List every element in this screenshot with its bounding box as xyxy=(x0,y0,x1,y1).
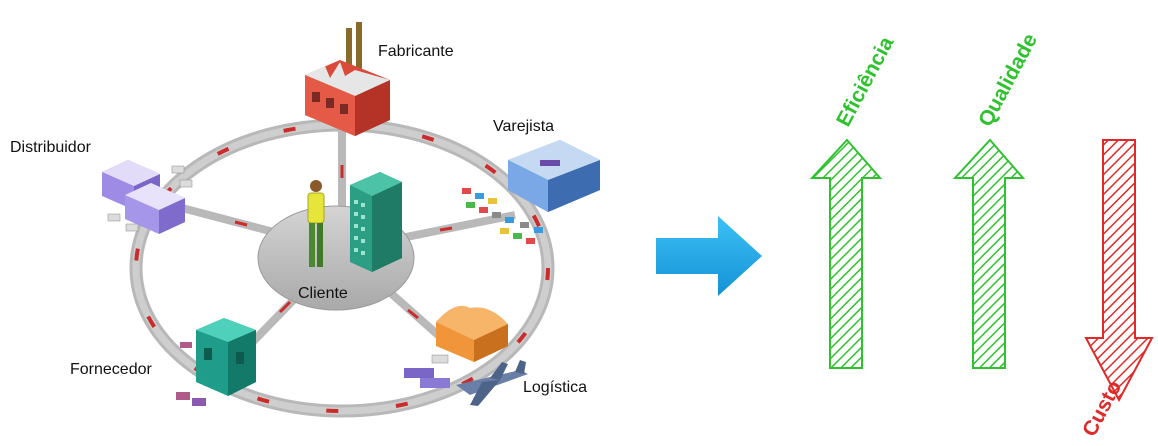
varejista-label: Varejista xyxy=(493,118,554,135)
arrow-up-icon xyxy=(952,138,1026,369)
arrow-up-icon xyxy=(809,138,883,369)
transition-arrow-icon xyxy=(656,216,762,296)
indicator-qualidade: Qualidade xyxy=(952,30,1042,369)
logistica-label: Logística xyxy=(523,379,587,396)
fornecedor-label: Fornecedor xyxy=(70,361,152,378)
fabricante-label: Fabricante xyxy=(378,43,454,60)
indicator-label-custo: Custo xyxy=(1078,377,1126,440)
airplane-icon xyxy=(456,360,528,406)
indicator-label-qualidade: Qualidade xyxy=(974,30,1042,130)
factory-icon xyxy=(305,22,390,136)
hub-label: Cliente xyxy=(298,285,348,302)
parked-cars-icon xyxy=(462,188,543,244)
indicator-eficiencia: Eficiência xyxy=(809,33,899,369)
retail-store-icon xyxy=(508,140,600,212)
supply-chain-ring: Cliente Fabricante xyxy=(10,22,600,418)
ring-markers xyxy=(134,123,550,413)
indicator-label-eficiencia: Eficiência xyxy=(832,33,898,131)
distribuidor-label: Distribuidor xyxy=(10,139,92,156)
indicator-custo: Custo xyxy=(1078,139,1154,440)
arrow-down-icon xyxy=(1084,139,1154,403)
supplier-building-icon xyxy=(176,318,256,406)
logistics-warehouse-icon xyxy=(404,305,508,388)
office-building-icon xyxy=(350,172,402,272)
person-icon xyxy=(307,180,325,267)
distribution-warehouse-icon xyxy=(102,160,193,234)
